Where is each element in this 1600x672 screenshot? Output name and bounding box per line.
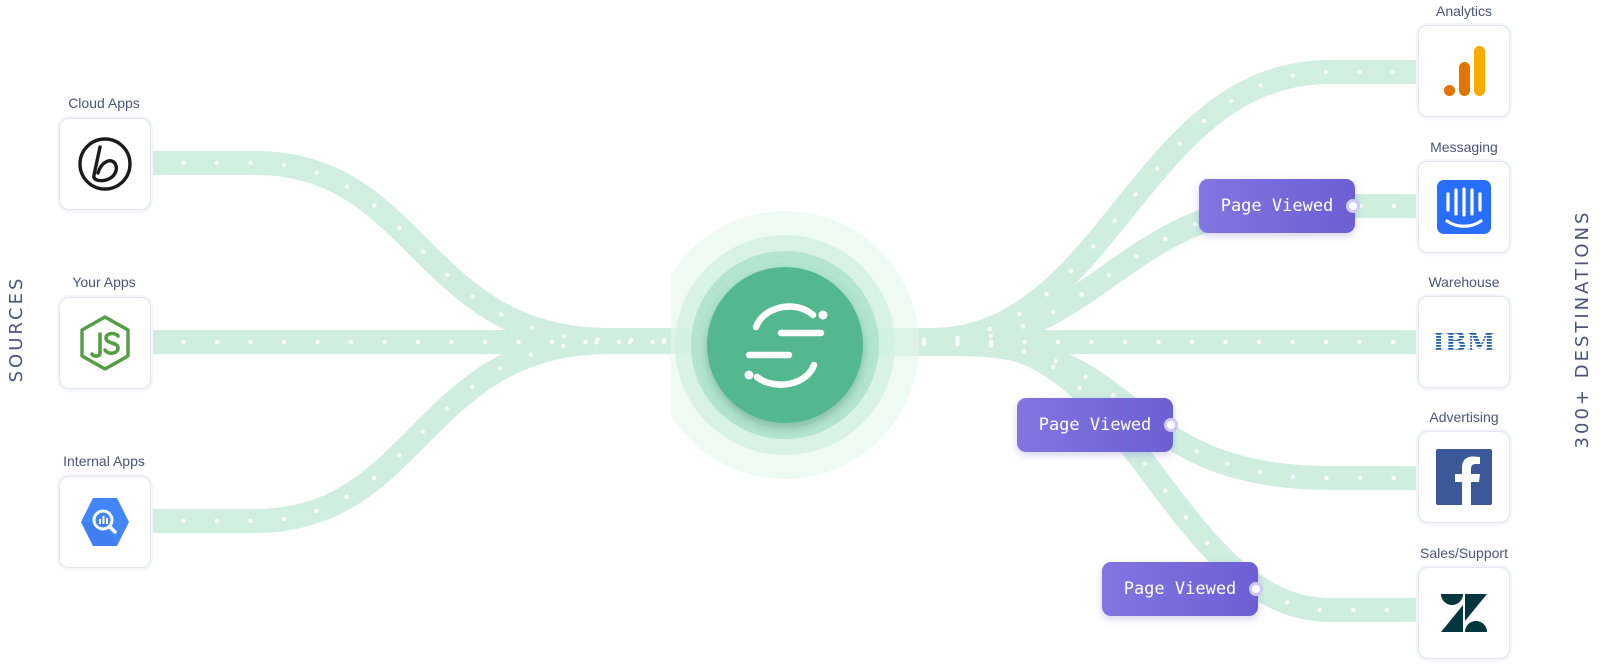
event-tag-connector-dot bbox=[1346, 199, 1360, 213]
source-label-your-apps: Your Apps bbox=[72, 274, 136, 290]
ibm-wordmark: IBM bbox=[1433, 328, 1496, 358]
google-analytics-logo-icon bbox=[1444, 46, 1485, 96]
destination-card-warehouse[interactable]: IBM bbox=[1418, 296, 1510, 388]
destination-card-advertising[interactable] bbox=[1418, 431, 1510, 523]
zendesk-logo-icon bbox=[1441, 594, 1487, 632]
bigquery-logo-icon bbox=[81, 498, 129, 546]
stream-sales-support bbox=[790, 332, 1420, 622]
destination-label-advertising: Advertising bbox=[1429, 409, 1499, 425]
destination-label-warehouse: Warehouse bbox=[1428, 274, 1500, 290]
destination-card-messaging[interactable] bbox=[1418, 161, 1510, 253]
destinations-label: 300+ DESTINATIONS bbox=[1572, 209, 1593, 449]
event-tag-connector-dot bbox=[1249, 582, 1263, 596]
braze-logo-icon bbox=[78, 137, 132, 191]
event-tag-connector-dot bbox=[1164, 418, 1178, 432]
event-tag-page-viewed[interactable]: Page Viewed bbox=[1199, 179, 1355, 233]
destination-label-sales-support: Sales/Support bbox=[1420, 545, 1508, 561]
source-card-your-apps[interactable] bbox=[59, 297, 151, 389]
source-card-cloud-apps[interactable] bbox=[59, 118, 151, 210]
nodejs-logo-icon bbox=[80, 315, 130, 371]
source-card-internal-apps[interactable] bbox=[59, 476, 151, 568]
facebook-logo-icon bbox=[1436, 449, 1492, 505]
segment-logo-icon bbox=[745, 303, 825, 388]
source-label-internal-apps: Internal Apps bbox=[63, 453, 145, 469]
segment-hub[interactable] bbox=[651, 209, 919, 481]
destination-label-analytics: Analytics bbox=[1435, 3, 1493, 19]
source-label-cloud-apps: Cloud Apps bbox=[68, 95, 140, 111]
destination-card-sales-support[interactable] bbox=[1418, 567, 1510, 659]
event-tag-page-viewed[interactable]: Page Viewed bbox=[1102, 562, 1258, 616]
event-tag-page-viewed[interactable]: Page Viewed bbox=[1017, 398, 1173, 452]
destination-card-analytics[interactable] bbox=[1418, 25, 1510, 117]
intercom-logo-icon bbox=[1437, 180, 1491, 234]
destination-label-messaging: Messaging bbox=[1430, 139, 1498, 155]
sources-label: SOURCES bbox=[6, 275, 27, 383]
ibm-logo-icon: IBM bbox=[1433, 328, 1496, 358]
